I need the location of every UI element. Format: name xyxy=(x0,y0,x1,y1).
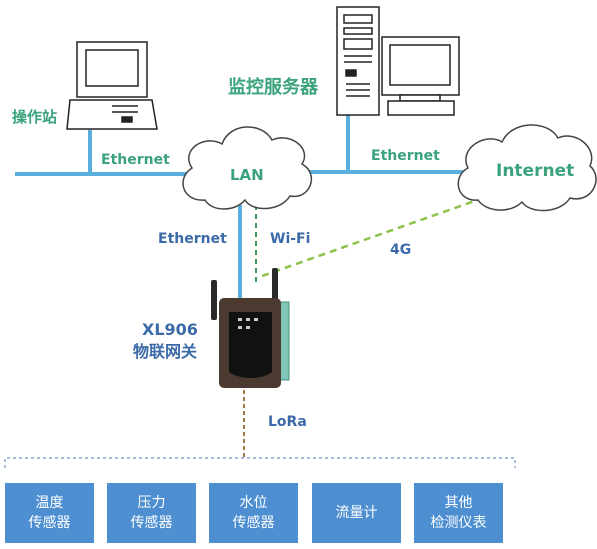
sensor-box-temperature: 温度传感器 xyxy=(5,483,94,543)
wifi-label: Wi-Fi xyxy=(270,231,311,247)
sensor-label-line1: 温度 xyxy=(35,494,64,511)
gateway-antenna-left xyxy=(211,280,217,320)
sensor-label-line1: 水位 xyxy=(239,494,268,511)
lan-cloud-icon xyxy=(182,126,313,210)
ethernet-down-label: Ethernet xyxy=(158,231,227,247)
fourg-link-line xyxy=(261,195,487,278)
gateway-name-label: 物联网关 xyxy=(133,342,198,361)
internet-cloud-icon xyxy=(457,124,597,212)
sensor-bus-bracket xyxy=(4,457,516,468)
sensor-label-line1: 其他 xyxy=(444,494,473,511)
sensor-label-line1: 流量计 xyxy=(335,504,378,521)
workstation-label: 操作站 xyxy=(12,108,58,126)
server-tower-icon xyxy=(336,6,380,116)
sensor-box-water-level: 水位传感器 xyxy=(209,483,298,543)
ethernet-label-right: Ethernet xyxy=(371,148,440,164)
sensor-label-line2: 检测仪表 xyxy=(430,515,487,531)
sensor-label-line2: 传感器 xyxy=(28,515,71,531)
server-monitor-icon xyxy=(381,36,460,116)
ethernet-label-left: Ethernet xyxy=(101,152,170,168)
monitor-server-label: 监控服务器 xyxy=(228,77,318,98)
sensor-box-other-instruments: 其他检测仪表 xyxy=(414,483,503,543)
gateway-model-label: XL906 xyxy=(142,320,198,339)
fourg-label: 4G xyxy=(390,242,412,258)
sensor-box-pressure: 压力传感器 xyxy=(107,483,196,543)
lan-label: LAN xyxy=(230,166,264,184)
internet-label: Internet xyxy=(496,161,575,181)
sensor-label-line2: 传感器 xyxy=(130,515,173,531)
workstation-computer-icon xyxy=(66,41,158,130)
sensor-label-line1: 压力 xyxy=(137,494,166,511)
sensor-label-line2: 传感器 xyxy=(232,515,275,531)
sensor-box-flow-meter: 流量计 xyxy=(312,483,401,543)
lora-label: LoRa xyxy=(268,414,307,430)
gateway-device-icon xyxy=(211,268,290,388)
